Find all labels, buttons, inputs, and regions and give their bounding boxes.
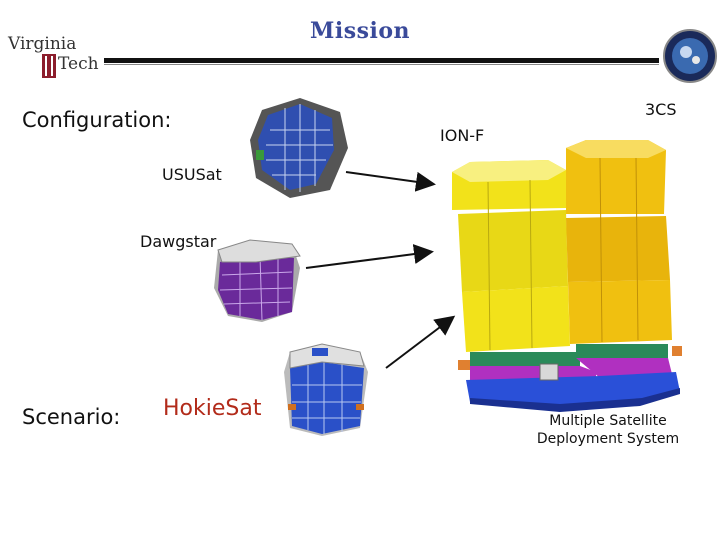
mission-seal-icon (663, 29, 717, 83)
arrow-dawgstar (305, 244, 434, 269)
deployment-base (458, 344, 682, 412)
3cs-stack (566, 140, 672, 344)
hokiesat-satellite (284, 343, 368, 436)
page-title: Mission (309, 18, 410, 44)
msds-label-line2: Deployment System (536, 431, 680, 447)
ion-f-label: ION-F (440, 126, 485, 145)
vt-logo: Virginia Tech (8, 34, 104, 82)
logo-tech: Tech (58, 54, 99, 74)
dawgstar-satellite (214, 239, 301, 322)
header-rule-thin (104, 64, 659, 65)
msds-label-line1: Multiple Satellite (549, 413, 667, 429)
hokiesat-label: HokieSat (163, 396, 262, 421)
vt-logo-mark (42, 54, 56, 78)
ususat-satellite (250, 98, 348, 198)
logo-virginia: Virginia (8, 34, 77, 54)
3cs-label: 3CS (645, 100, 677, 119)
configuration-label: Configuration: (22, 108, 172, 132)
msds-label: Multiple Satellite Deployment System (533, 412, 683, 448)
header-rule (104, 58, 659, 63)
arrow-hokiesat (385, 315, 456, 369)
ususat-label: USUSat (162, 165, 222, 184)
dawgstar-label: Dawgstar (140, 232, 217, 251)
scenario-label: Scenario: (22, 405, 121, 429)
ion-f-stack (452, 160, 570, 352)
arrow-ususat (345, 171, 436, 192)
